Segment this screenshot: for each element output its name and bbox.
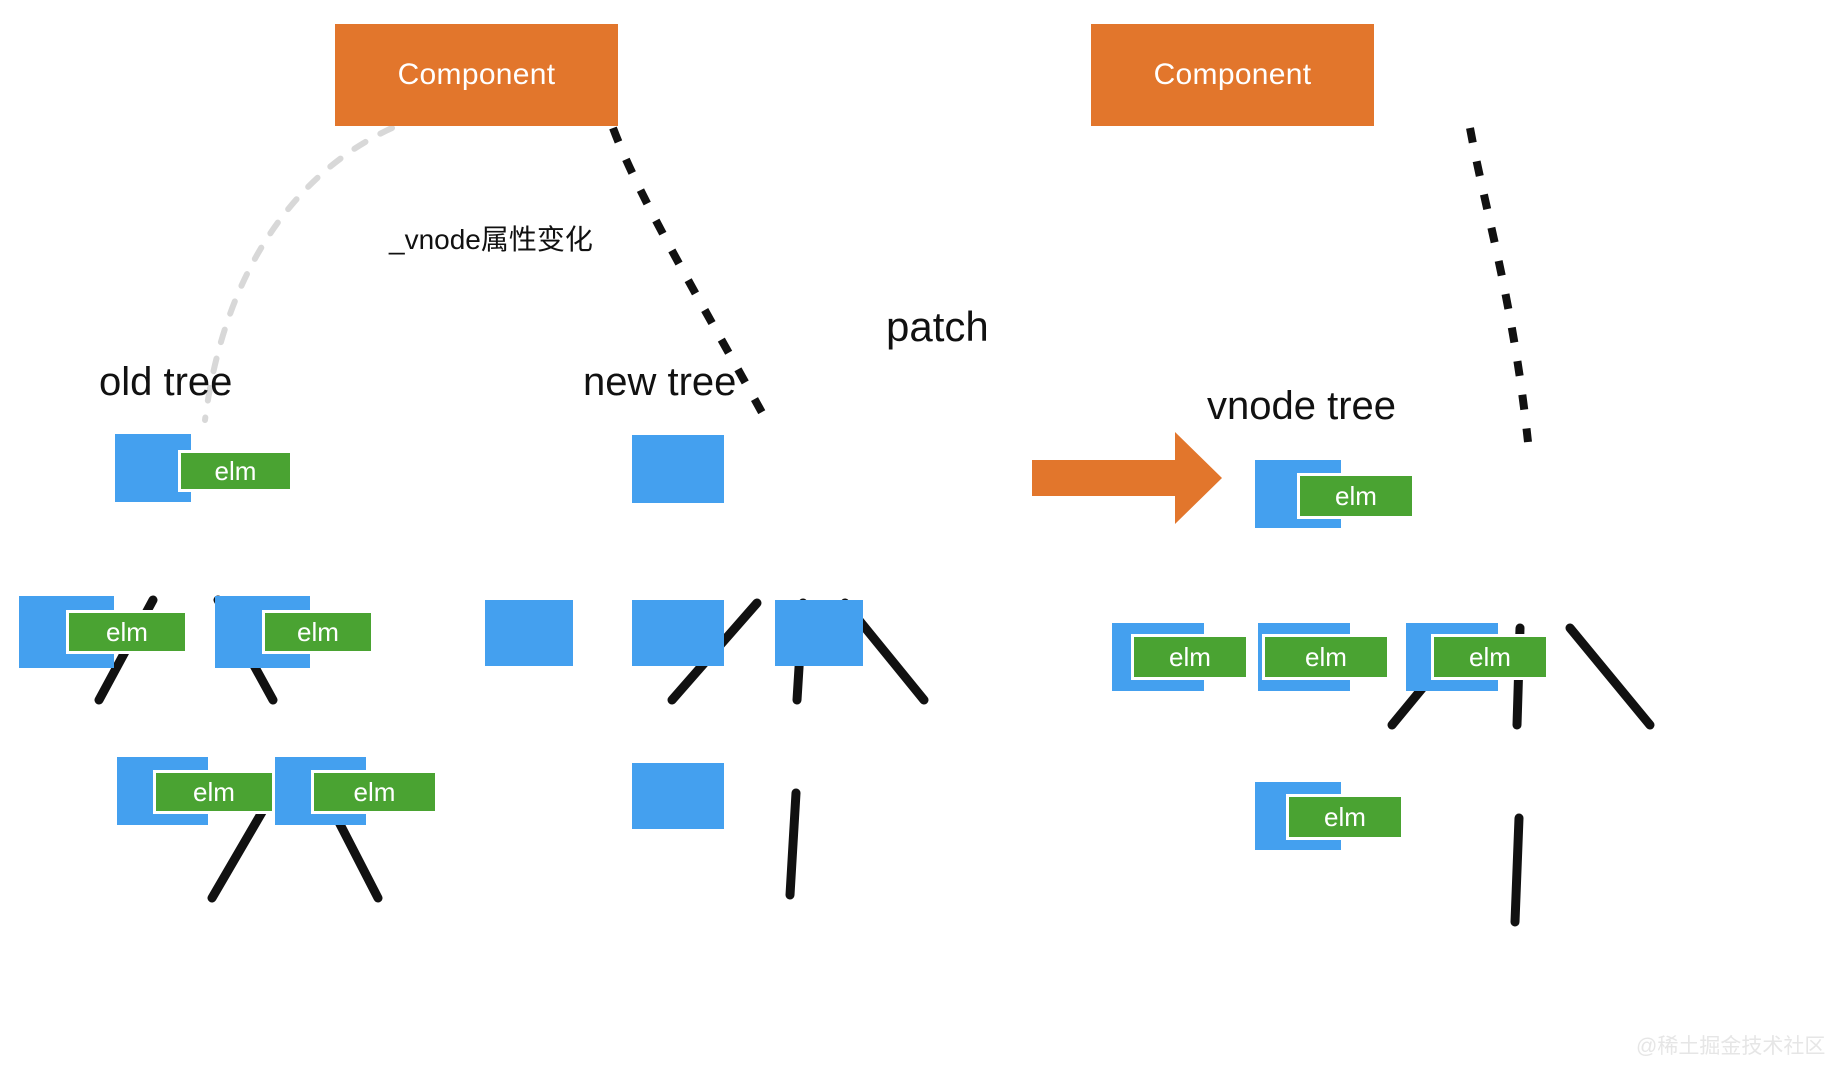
edge-vnode-root-c3 xyxy=(1565,623,1655,730)
new-tree-node-c2[interactable] xyxy=(632,600,724,666)
component-left-label: Component xyxy=(397,58,556,91)
new-tree-node-c1[interactable] xyxy=(485,600,573,666)
elm-label: elm xyxy=(1335,480,1377,511)
elm-label: elm xyxy=(193,776,235,807)
old-tree-elm-root[interactable]: elm xyxy=(178,450,293,492)
vnode-tree-elm-root[interactable]: elm xyxy=(1297,473,1415,519)
dashed-curve-old-tree xyxy=(202,125,395,423)
vnode-tree-title: vnode tree xyxy=(1207,384,1397,428)
elm-label: elm xyxy=(1324,801,1366,832)
new-tree-node-c3[interactable] xyxy=(775,600,863,666)
elm-label: elm xyxy=(1169,641,1211,672)
patch-arrow xyxy=(1032,432,1222,524)
elm-label: elm xyxy=(214,455,257,486)
new-tree-node-root[interactable] xyxy=(632,435,724,503)
component-box-left[interactable]: Component xyxy=(335,24,618,126)
new-tree-node-c2a[interactable] xyxy=(632,763,724,829)
component-box-right[interactable]: Component xyxy=(1091,24,1374,126)
vnode-tree-elm-c3[interactable]: elm xyxy=(1431,634,1549,680)
old-tree-elm-c2b[interactable]: elm xyxy=(311,770,438,814)
vnode-tree-elm-c2a[interactable]: elm xyxy=(1286,794,1404,840)
elm-label: elm xyxy=(1305,641,1347,672)
old-tree-elm-c1[interactable]: elm xyxy=(66,610,188,654)
patch-label: patch xyxy=(886,303,989,350)
vnode-tree-elm-c1[interactable]: elm xyxy=(1131,634,1249,680)
dashed-curve-vnode-tree xyxy=(1466,127,1532,443)
new-tree-title: new tree xyxy=(583,360,737,404)
elm-label: elm xyxy=(106,616,148,647)
elm-label: elm xyxy=(353,776,396,807)
old-tree-elm-c2[interactable]: elm xyxy=(262,610,374,654)
edge-vnode-c2-c2a xyxy=(1510,813,1524,927)
vnode-change-label: _vnode属性变化 xyxy=(389,224,593,255)
watermark: @稀土掘金技术社区 xyxy=(1636,1035,1826,1058)
old-tree-title: old tree xyxy=(99,360,233,404)
elm-label: elm xyxy=(1469,641,1511,672)
vnode-tree-elm-c2[interactable]: elm xyxy=(1262,634,1390,680)
old-tree-elm-c2a[interactable]: elm xyxy=(153,770,275,814)
edge-new-c2-c2a xyxy=(785,788,801,900)
elm-label: elm xyxy=(297,616,339,647)
component-right-label: Component xyxy=(1153,58,1312,91)
